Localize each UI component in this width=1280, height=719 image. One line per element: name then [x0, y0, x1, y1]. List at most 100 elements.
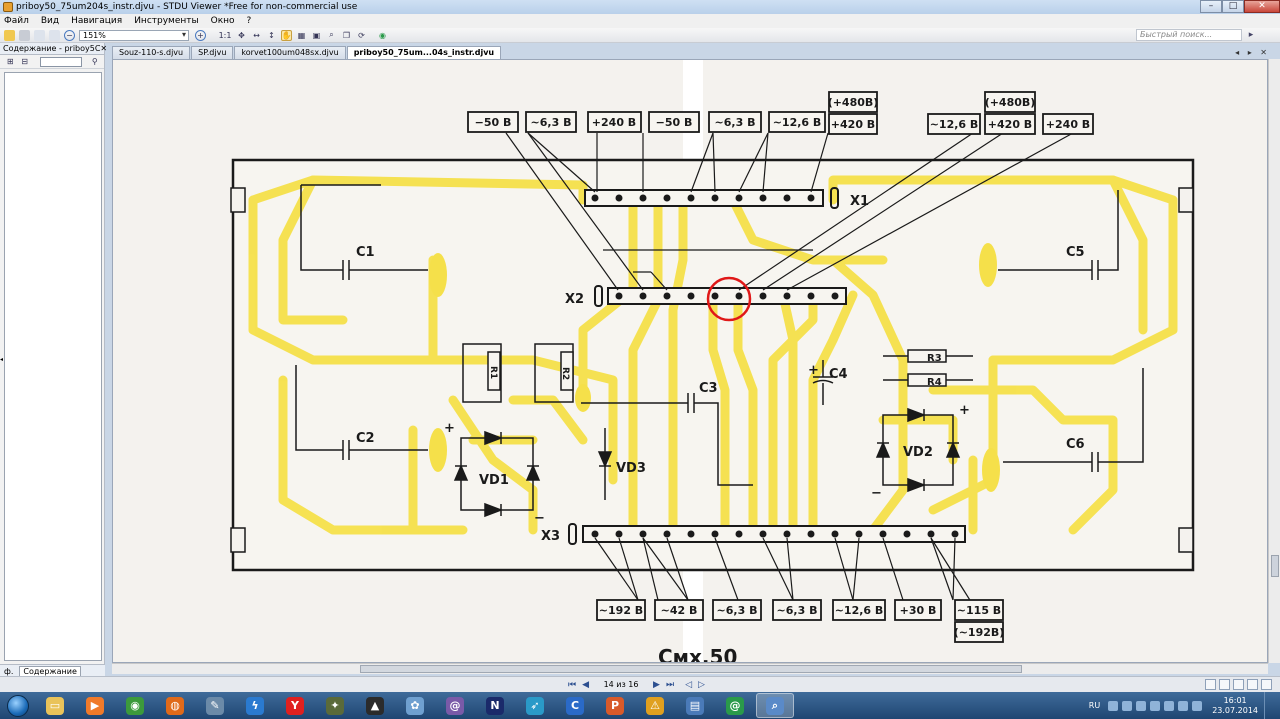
menu-help[interactable]: ? [246, 16, 252, 26]
taskbar-app-12[interactable]: ➶ [516, 693, 554, 718]
horizontal-scrollbar[interactable] [112, 663, 1268, 674]
open-folder-icon[interactable] [4, 29, 15, 41]
document-tabs: Souz-110-s.djvu SP.djvu korvet100um048sx… [112, 45, 1280, 59]
last-page-icon[interactable]: ⏭ [665, 680, 675, 690]
volume-icon[interactable] [1178, 700, 1189, 711]
close-panel-icon[interactable]: ✕ [100, 44, 108, 53]
taskbar-app-10[interactable]: @ [436, 693, 474, 718]
taskbar-app-5[interactable]: ϟ [236, 693, 274, 718]
taskbar-app-0[interactable]: ▭ [36, 693, 74, 718]
menu-bar: Файл Вид Навигация Инструменты Окно ? [0, 14, 1280, 28]
taskbar-app-7[interactable]: ✦ [316, 693, 354, 718]
contents-tree[interactable] [4, 72, 102, 661]
copy-image-icon[interactable]: ❐ [342, 30, 351, 40]
horizontal-scroll-thumb[interactable] [360, 665, 1022, 673]
taskbar-app-3[interactable]: ◍ [156, 693, 194, 718]
tray-icon-1[interactable] [1108, 700, 1119, 711]
pages-icon[interactable] [49, 29, 60, 41]
fit-width-icon[interactable]: ↔ [253, 30, 260, 40]
actual-size-icon[interactable]: 1:1 [218, 30, 232, 40]
search-go-icon[interactable]: ▸ [1248, 30, 1254, 40]
document-view[interactable]: −50 В ~6,3 В +240 В −50 В ~6,3 В ~12,6 В… [112, 59, 1268, 663]
taskbar-app-6[interactable]: Y [276, 693, 314, 718]
taskbar-app-14[interactable]: P [596, 693, 634, 718]
panel-splitter-icon[interactable]: ◂ [0, 356, 4, 363]
hand-tool-icon[interactable]: ✋ [281, 29, 292, 41]
tray-icon-4[interactable] [1150, 700, 1161, 711]
tab-sp[interactable]: SP.djvu [191, 46, 234, 59]
fit-height-icon[interactable]: ↕ [268, 30, 275, 40]
label-c1: C1 [356, 245, 375, 260]
vertical-scroll-thumb[interactable] [1271, 555, 1279, 577]
binoculars-icon[interactable]: ⚲ [91, 57, 98, 66]
panel-tab-thumbnails[interactable]: ф. [4, 667, 14, 676]
print-icon[interactable] [19, 29, 30, 41]
tray-icon-3[interactable] [1136, 700, 1147, 711]
tab-navigation[interactable]: ◂ ▸ ✕ [1235, 48, 1270, 57]
tab-korvet[interactable]: korvet100um048sx.djvu [234, 46, 346, 59]
taskbar-app-1[interactable]: ▶ [76, 693, 114, 718]
stdu-icon: ⌕ [766, 696, 784, 715]
menu-file[interactable]: Файл [4, 16, 29, 26]
tray-icon-5[interactable] [1164, 700, 1175, 711]
find-icon[interactable]: ⌕ [329, 30, 334, 39]
taskbar-app-4[interactable]: ✎ [196, 693, 234, 718]
taskbar-app-15[interactable]: ⚠ [636, 693, 674, 718]
first-page-icon[interactable]: ⏮ [568, 680, 577, 690]
label-r1: R1 [488, 366, 498, 379]
menu-view[interactable]: Вид [40, 16, 60, 26]
taskbar-app-11[interactable]: N [476, 693, 514, 718]
zoom-select[interactable]: 151% [79, 29, 189, 41]
label-c6: C6 [1066, 437, 1085, 452]
rotate-icon[interactable]: ⟳ [358, 30, 365, 40]
taskbar-app-17[interactable]: @ [716, 693, 754, 718]
start-button[interactable] [0, 692, 36, 719]
taskbar-app-18[interactable]: ⌕ [756, 693, 794, 718]
next-page-icon[interactable]: ▶ [653, 680, 660, 690]
single-page-icon[interactable] [1219, 679, 1230, 690]
taskbar-app-8[interactable]: ▲ [356, 693, 394, 718]
c-icon: C [566, 696, 584, 715]
label-top-5: ~12,6 В [773, 116, 822, 129]
web-icon[interactable]: ◉ [379, 30, 386, 40]
close-button[interactable]: ✕ [1244, 0, 1280, 13]
taskbar-app-2[interactable]: ◉ [116, 693, 154, 718]
facing-continuous-icon[interactable] [1261, 679, 1272, 690]
language-indicator[interactable]: RU [1088, 701, 1101, 710]
menu-window[interactable]: Окно [210, 16, 235, 26]
tab-priboy[interactable]: priboy50_75um...04s_instr.djvu [346, 46, 502, 59]
continuous-icon[interactable] [1233, 679, 1244, 690]
select-text-icon[interactable]: ▦ [297, 30, 306, 40]
forward-icon[interactable]: ▷ [697, 680, 705, 690]
tab-souz[interactable]: Souz-110-s.djvu [112, 46, 191, 59]
quick-search-input[interactable]: Быстрый поиск... [1136, 29, 1242, 41]
page-indicator[interactable]: 14 из 16 [603, 680, 639, 689]
network-icon[interactable] [1192, 700, 1203, 711]
taskbar-app-13[interactable]: C [556, 693, 594, 718]
vertical-scrollbar[interactable] [1268, 59, 1280, 663]
copy-icon[interactable] [34, 29, 45, 41]
taskbar-app-9[interactable]: ✿ [396, 693, 434, 718]
contents-filter-input[interactable] [39, 56, 82, 67]
settings-icon[interactable] [1205, 679, 1216, 690]
menu-tools[interactable]: Инструменты [134, 16, 199, 26]
view-mode-buttons [1202, 679, 1272, 690]
collapse-icon[interactable]: ⊟ [21, 57, 28, 66]
label-x3: X3 [541, 529, 560, 544]
taskbar-app-16[interactable]: ▤ [676, 693, 714, 718]
zoom-in-icon[interactable]: + [195, 29, 206, 41]
menu-navigation[interactable]: Навигация [71, 16, 123, 26]
fit-page-icon[interactable]: ✥ [238, 30, 245, 40]
minimize-button[interactable]: – [1200, 0, 1222, 13]
back-icon[interactable]: ◁ [685, 680, 692, 690]
facing-icon[interactable] [1247, 679, 1258, 690]
expand-icon[interactable]: ⊞ [6, 57, 14, 66]
select-image-icon[interactable]: ▣ [312, 30, 321, 40]
zoom-out-icon[interactable]: − [64, 29, 75, 41]
prev-page-icon[interactable]: ◀ [582, 680, 590, 690]
clock[interactable]: 16:01 23.07.2014 [1212, 696, 1258, 716]
show-desktop-button[interactable] [1264, 692, 1274, 719]
maximize-button[interactable]: □ [1222, 0, 1244, 13]
label-top-6: (+480В) [828, 96, 879, 109]
tray-icon-2[interactable] [1122, 700, 1133, 711]
